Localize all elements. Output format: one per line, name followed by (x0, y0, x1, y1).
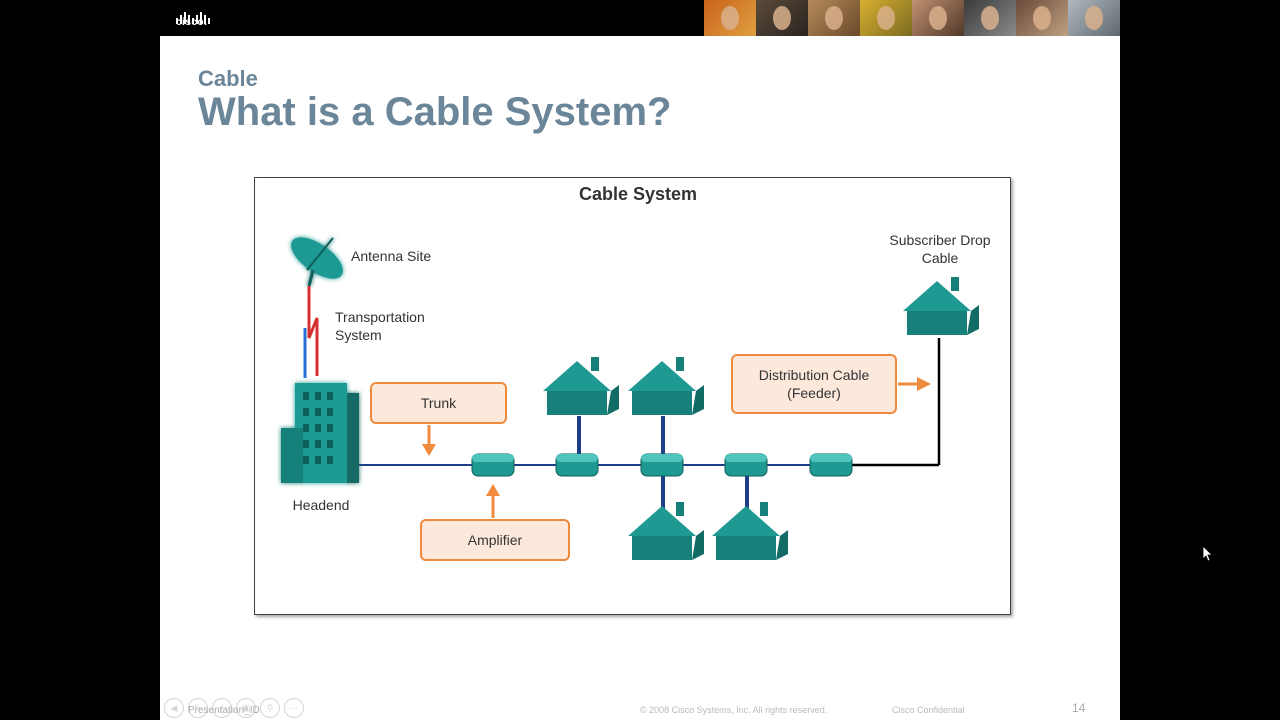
slide-title: What is a Cable System? (198, 90, 672, 134)
diagram-canvas: Cable System (281, 184, 991, 560)
trunk-arrow-icon (422, 425, 436, 456)
subscriber-house-icon (903, 277, 979, 335)
cable-system-diagram: Cable System (254, 177, 1011, 615)
house-icon (628, 502, 704, 560)
amplifier-device (640, 453, 684, 477)
header-photo (964, 0, 1016, 36)
amplifier-callout-text: Amplifier (467, 532, 523, 548)
transportation-link-icon (307, 286, 319, 376)
slide: cisco. Cable What is a Cable System? (160, 0, 1120, 720)
transportation-label-line2: System (335, 327, 382, 343)
subscriber-drop-label-line2: Cable (922, 250, 959, 266)
header-photo (1068, 0, 1120, 36)
header-photo (1016, 0, 1068, 36)
headend-label: Headend (293, 497, 350, 513)
distribution-callout-line1: Distribution Cable (758, 367, 870, 383)
trunk-callout-text: Trunk (420, 395, 457, 411)
house-icon (628, 357, 704, 415)
previous-slide-button[interactable]: ◀ (164, 698, 184, 718)
house-icon (543, 357, 619, 415)
amplifier-device (471, 453, 515, 477)
amplifier-device (555, 453, 599, 477)
subscriber-drop-label-line1: Subscriber Drop (889, 232, 990, 248)
headend-building-icon (281, 383, 359, 483)
slide-view-button[interactable]: ▣ (236, 698, 256, 718)
house-icon (712, 502, 788, 560)
transportation-label-line1: Transportation (335, 309, 425, 325)
antenna-site-label: Antenna Site (351, 248, 431, 264)
distribution-cable-callout: Distribution Cable (Feeder) (731, 354, 897, 414)
distribution-arrow-icon (898, 377, 931, 391)
header-photo (704, 0, 756, 36)
zoom-button[interactable]: ⚲ (260, 698, 280, 718)
cisco-logo-icon (176, 12, 210, 24)
footer-confidential: Cisco Confidential (892, 705, 965, 715)
slide-page-number: 14 (1072, 701, 1086, 715)
amplifier-device (724, 453, 768, 477)
header-photo (756, 0, 808, 36)
amplifier-callout: Amplifier (420, 519, 570, 561)
header-bar: cisco. (160, 0, 1120, 36)
amplifier-arrow-icon (486, 484, 500, 518)
trunk-callout: Trunk (370, 382, 507, 424)
diagram-title: Cable System (579, 184, 697, 204)
more-options-button[interactable]: ⋯ (284, 698, 304, 718)
amplifier-device (809, 453, 853, 477)
cisco-logo-text: cisco. (176, 17, 208, 28)
header-photo (860, 0, 912, 36)
header-photo (808, 0, 860, 36)
distribution-callout-line2: (Feeder) (787, 385, 841, 401)
satellite-dish-icon (291, 237, 343, 287)
header-photo-strip (704, 0, 1120, 36)
header-photo (912, 0, 964, 36)
highlighter-button[interactable]: / (212, 698, 232, 718)
presentation-id: Presentation_ID (188, 705, 260, 716)
mouse-cursor-icon (1203, 546, 1213, 562)
pen-tool-button[interactable]: ✎ (188, 698, 208, 718)
presentation-controls: ◀ ✎ / ▣ ⚲ ⋯ (164, 698, 304, 718)
slide-subtitle: Cable (198, 66, 258, 91)
footer-copyright: © 2008 Cisco Systems, Inc. All rights re… (640, 705, 828, 715)
